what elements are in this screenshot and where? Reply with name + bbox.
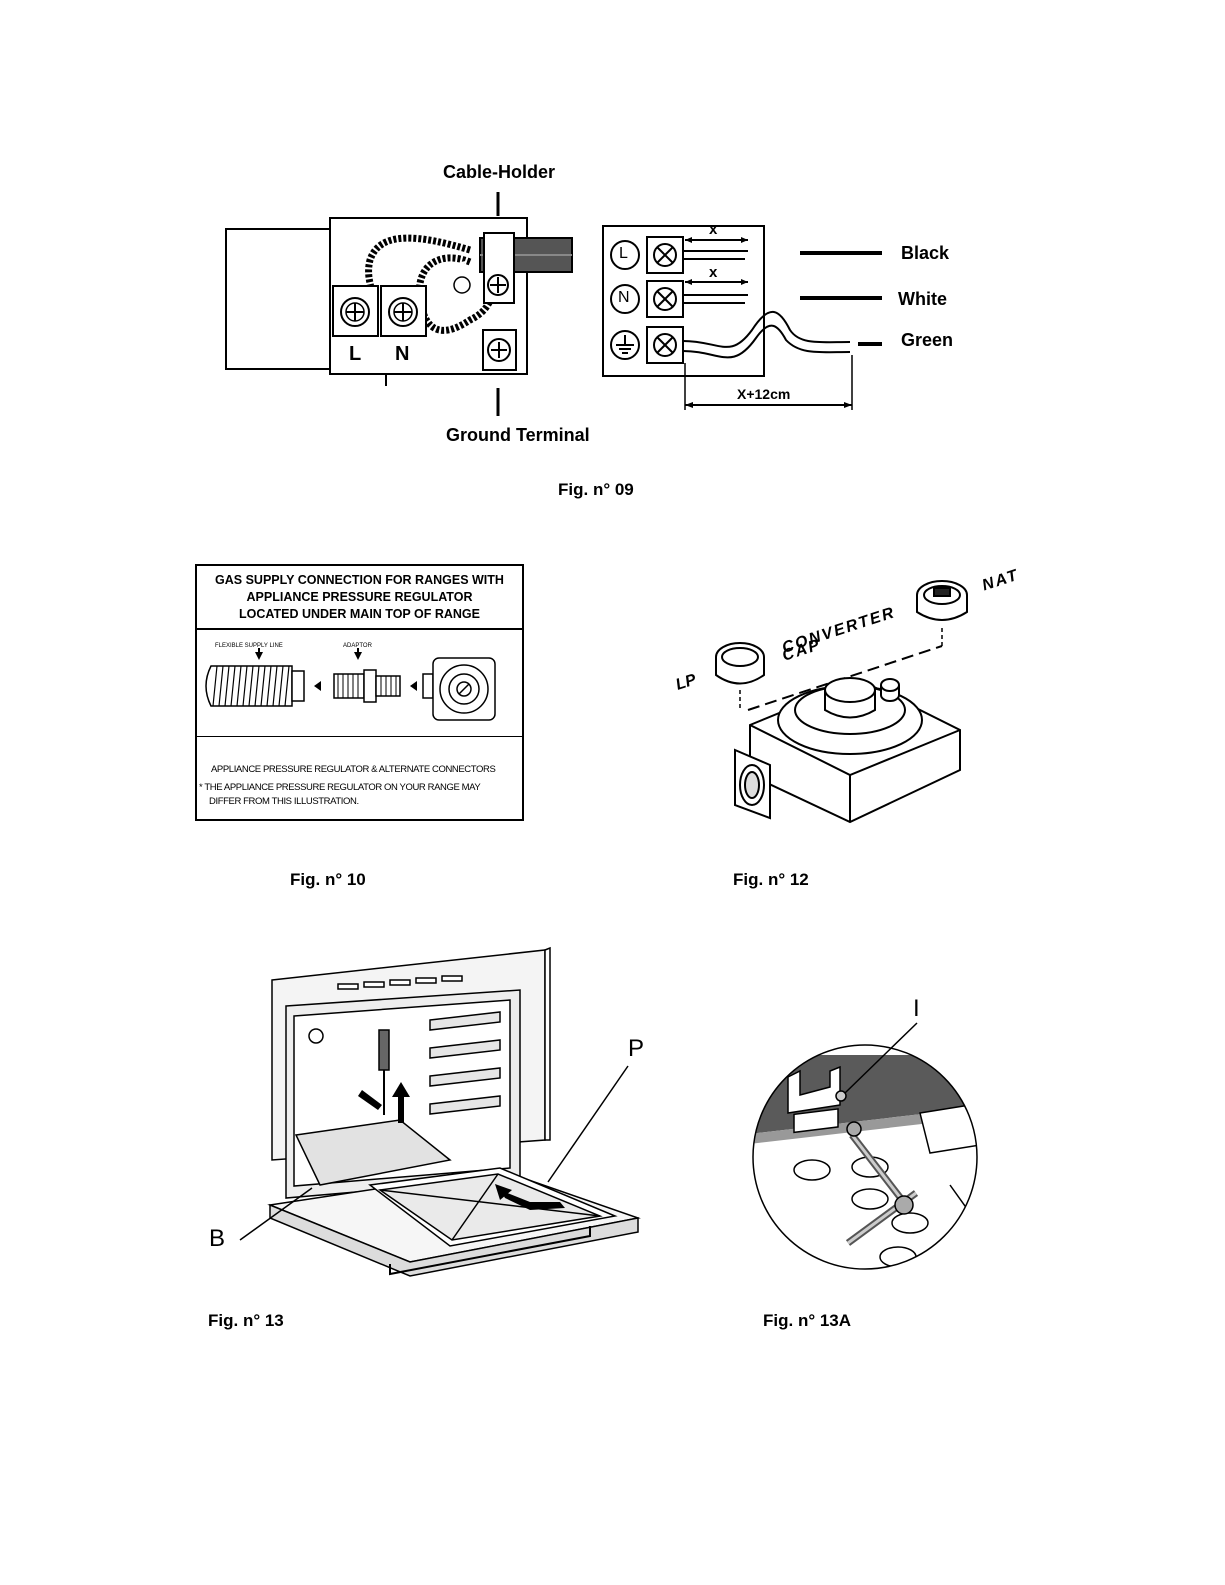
gas-connection-illustration (205, 648, 496, 721)
figure-13: P B (200, 940, 660, 1280)
schematic-l-symbol: L (619, 245, 628, 262)
wiring-diagram-illustration (225, 192, 882, 416)
gas-supply-heading: GAS SUPPLY CONNECTION FOR RANGES WITH AP… (215, 573, 504, 621)
strip-length-2: x (709, 264, 718, 281)
figure-09-caption: Fig. n° 09 (558, 480, 634, 499)
figure-12-caption: Fig. n° 12 (733, 870, 809, 889)
ground-terminal-label: Ground Terminal (446, 425, 590, 445)
figure-12: LP CONVERTER CAP NAT (660, 560, 1050, 840)
adaptor-label: ADAPTOR (343, 643, 372, 649)
figure-13-caption: Fig. n° 13 (208, 1311, 284, 1330)
terminal-l-label: L (349, 343, 362, 365)
wire-black-label: Black (901, 243, 950, 263)
figure-10-caption: Fig. n° 10 (290, 870, 366, 889)
oven-door-illustration (239, 946, 641, 1277)
door-label-p: P (628, 1035, 645, 1062)
schematic-n-symbol: N (618, 289, 630, 306)
panel-label-b: B (209, 1225, 226, 1252)
heading-divider (197, 628, 522, 630)
regulator-note-line2: * THE APPLIANCE PRESSURE REGULATOR ON YO… (199, 782, 481, 793)
flexible-supply-line-label: FLEXIBLE SUPPLY LINE (215, 643, 283, 649)
regulator-note-line3: DIFFER FROM THIS ILLUSTRATION. (209, 796, 359, 807)
strip-length-ground: X+12cm (737, 386, 791, 402)
hinge-label-i: I (913, 995, 920, 1022)
regulator-note-line1: APPLIANCE PRESSURE REGULATOR & ALTERNATE… (211, 764, 496, 775)
wire-white-label: White (898, 289, 947, 309)
figure-13a-caption: Fig. n° 13A (763, 1311, 852, 1330)
figure-13a: I (740, 995, 1000, 1285)
wire-green-label: Green (901, 330, 954, 350)
strip-length-1: x (709, 221, 718, 238)
cable-holder-label: Cable-Holder (443, 162, 556, 182)
figure-09: Cable-Holder Ground Terminal L N L N x x… (0, 0, 1225, 510)
regulator-converter-cap-illustration (715, 580, 968, 824)
terminal-n-label: N (395, 343, 410, 365)
figure-10: GAS SUPPLY CONNECTION FOR RANGES WITH AP… (195, 564, 524, 821)
illustration-divider (197, 736, 522, 737)
hinge-detail-illustration (752, 1022, 978, 1270)
